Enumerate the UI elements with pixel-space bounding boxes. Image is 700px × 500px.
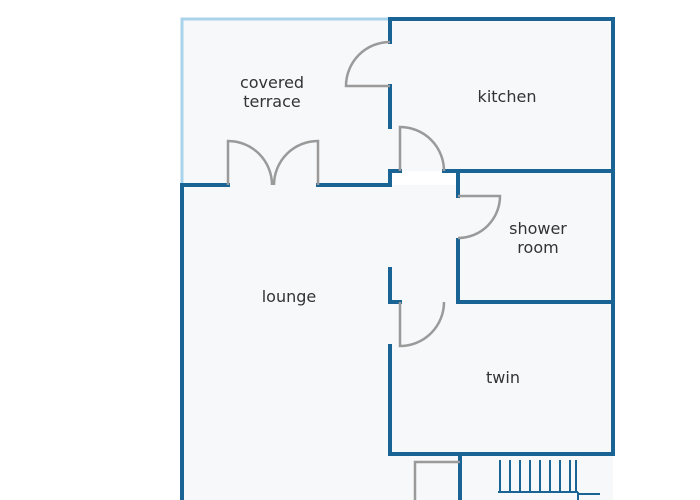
staircase: [498, 460, 600, 500]
doors: [226, 40, 502, 500]
kitchen-door: [398, 125, 446, 172]
lounge-label: lounge: [262, 287, 317, 306]
covered-terrace-label-line2: terrace: [243, 92, 300, 111]
twin-door: [398, 301, 446, 348]
room-labels: covered terrace kitchen shower room loun…: [240, 73, 567, 387]
shower-room-floor: [458, 173, 613, 300]
terrace-french-door-right: [272, 139, 320, 186]
terrace-outline: [180, 17, 390, 185]
kitchen-floor: [390, 19, 613, 171]
terrace-kitchen-door: [344, 40, 391, 88]
covered-terrace-floor: [182, 19, 390, 185]
terrace-french-door-left: [226, 139, 274, 186]
walls: [180, 17, 615, 500]
shower-room-label-line2: room: [517, 238, 558, 257]
twin-floor: [390, 302, 613, 454]
kitchen-label: kitchen: [478, 87, 537, 106]
lounge-west-wall: [180, 183, 230, 500]
twin-label: twin: [486, 368, 520, 387]
covered-terrace-label-line1: covered: [240, 73, 304, 92]
shower-room-label-line1: shower: [509, 219, 567, 238]
room-floors: [182, 19, 613, 500]
landing-door: [413, 460, 460, 500]
shower-room-door: [457, 194, 502, 240]
